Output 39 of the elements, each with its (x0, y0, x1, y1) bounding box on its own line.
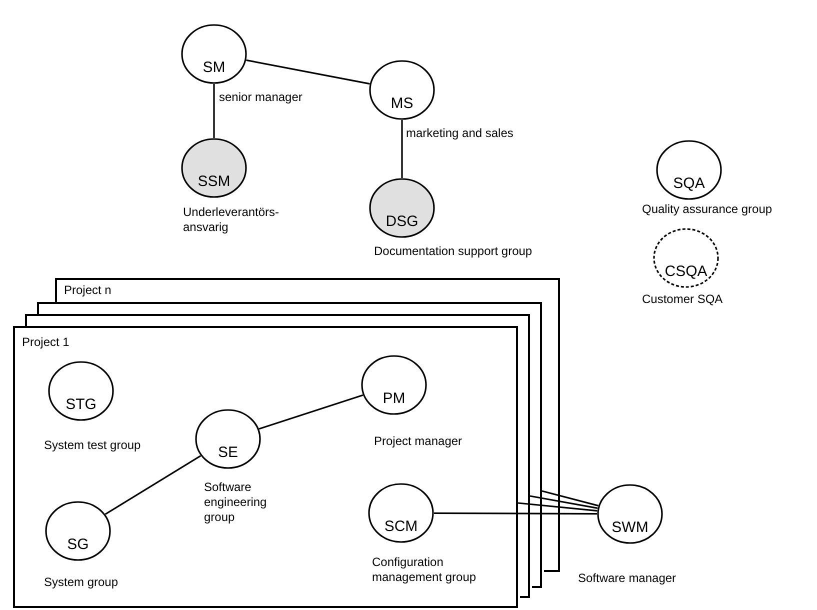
role-abbreviation: STG (66, 396, 96, 413)
project-frame (55, 278, 560, 302)
role-caption: Underleverantörs- ansvarig (183, 205, 280, 235)
connector-line (213, 84, 215, 138)
role-caption: Software engineering group (204, 480, 268, 525)
project-frame (520, 326, 530, 598)
role-abbreviation: SG (67, 536, 89, 553)
role-caption: senior manager (219, 90, 304, 105)
project-title: Project 1 (22, 335, 70, 349)
role-abbreviation: SE (218, 444, 238, 461)
connector-line (518, 502, 598, 512)
connector-line (258, 394, 364, 430)
project-frame (532, 314, 542, 588)
role-abbreviation: CSQA (664, 263, 708, 280)
role-caption: Customer SQA (642, 292, 724, 307)
role-abbreviation: DSG (386, 213, 418, 230)
role-abbreviation: MS (390, 95, 414, 112)
role-caption: Documentation support group (374, 244, 534, 259)
connector-line (104, 455, 202, 515)
role-caption: Software manager (578, 571, 678, 586)
role-abbreviation: SWM (612, 519, 648, 536)
role-caption: Configuration management group (372, 555, 478, 585)
role-caption: System group (44, 575, 120, 590)
connector-line (434, 512, 597, 515)
role-abbreviation: SQA (673, 175, 705, 192)
connector-line (401, 120, 403, 178)
connector-line (530, 495, 598, 509)
project-title: Project n (64, 283, 112, 297)
role-abbreviation: SSM (198, 173, 230, 190)
connector-line (542, 490, 598, 506)
role-abbreviation: SM (202, 59, 226, 76)
project-frame (13, 326, 518, 608)
role-caption: Quality assurance group (642, 202, 774, 217)
role-caption: Project manager (374, 434, 464, 449)
role-caption: System test group (44, 438, 142, 453)
role-abbreviation: SCM (384, 518, 418, 535)
role-abbreviation: PM (382, 390, 406, 407)
connector-line (246, 59, 370, 85)
role-caption: marketing and sales (406, 126, 514, 141)
